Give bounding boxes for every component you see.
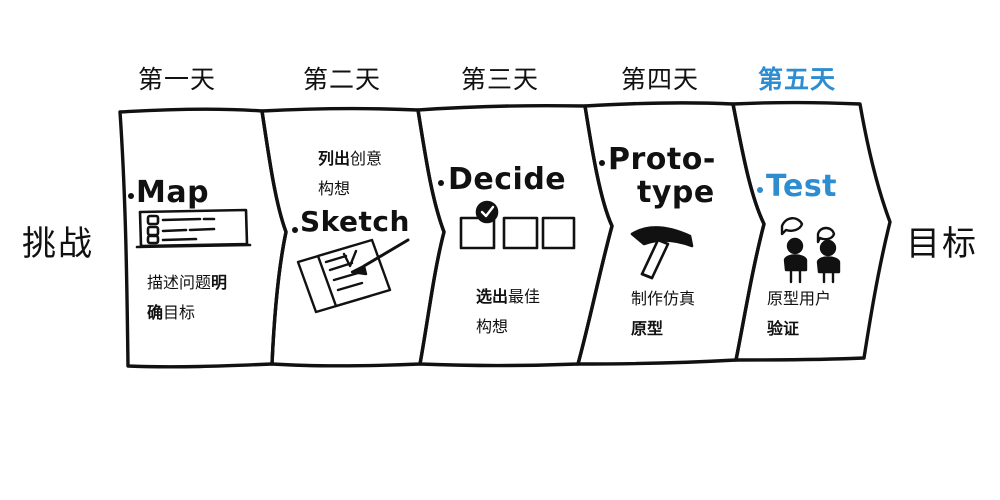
description-line: 构想 (318, 174, 382, 204)
day-1-label: 第一天 (137, 65, 216, 94)
description-line: 验证 (767, 314, 831, 344)
stage-4-title-line-2: type (637, 175, 715, 210)
text: 描述问题 (147, 273, 212, 292)
bold-text: 验证 (767, 319, 800, 338)
paper-sketch-icon (296, 238, 410, 314)
description-line: 构想 (476, 312, 540, 342)
text: 目标 (163, 303, 196, 322)
description-line: 原型用户 (767, 284, 831, 314)
bold-text: 列出 (318, 149, 351, 168)
stage-4-description: 制作仿真原型 (631, 284, 695, 344)
text: 创意 (350, 149, 383, 168)
day-4-label: 第四天 (620, 65, 699, 94)
stage-1-description: 描述问题明确目标 (147, 268, 227, 328)
description-line: 制作仿真 (631, 284, 695, 314)
bold-text: 确 (147, 303, 164, 322)
stage-5-chevron (731, 100, 892, 362)
description-line: 原型 (631, 314, 695, 344)
text: 构想 (318, 179, 351, 198)
bold-text: 选出 (476, 287, 509, 306)
stage-5-description: 原型用户验证 (767, 284, 831, 344)
description-line: 列出创意 (318, 144, 382, 174)
stage-4-title-line-1: Proto- (608, 142, 716, 177)
two-people-talking-icon (780, 217, 841, 284)
description-line: 确目标 (147, 298, 227, 328)
challenge-label: 挑战 (22, 224, 94, 264)
day-2-label: 第二天 (302, 65, 381, 94)
stage-1-title: Map (136, 175, 210, 210)
text: 原型用户 (767, 289, 832, 308)
stage-3-description: 选出最佳构想 (476, 282, 540, 342)
goal-label: 目标 (906, 224, 978, 264)
text: 最佳 (508, 287, 541, 306)
text: 制作仿真 (631, 289, 696, 308)
stage-2-description: 列出创意构想 (318, 144, 382, 204)
stage-5-title: Test (766, 169, 838, 204)
bold-text: 原型 (631, 319, 664, 338)
stage-3-title: Decide (448, 162, 567, 197)
whiteboard-list-icon (135, 208, 252, 249)
stage-2-title: Sketch (300, 205, 410, 238)
day-3-label: 第三天 (460, 65, 539, 94)
text: 构想 (476, 317, 509, 336)
description-line: 选出最佳 (476, 282, 540, 312)
day-5-label: 第五天 (757, 65, 836, 94)
bold-text: 明 (211, 273, 228, 292)
checkbox-options-icon (459, 200, 576, 250)
description-line: 描述问题明 (147, 268, 227, 298)
title-dots (128, 160, 763, 233)
hammer-icon (630, 226, 694, 280)
